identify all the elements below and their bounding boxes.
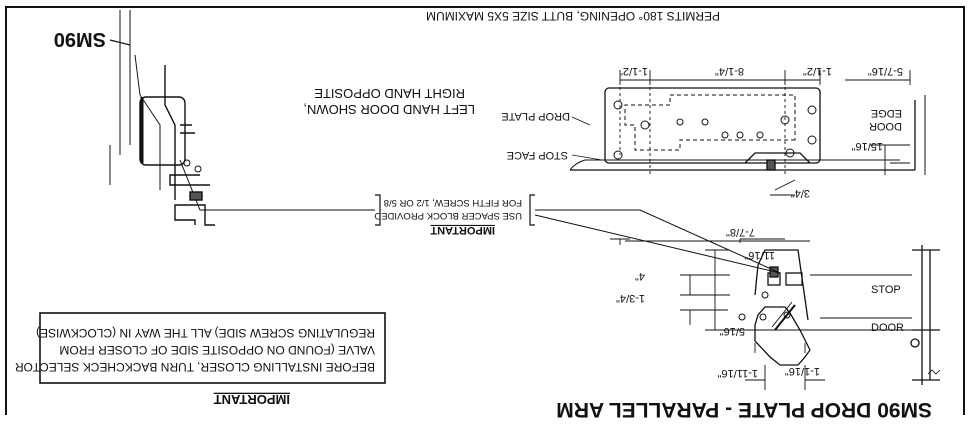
- door-label: DOOR: [871, 322, 904, 334]
- dim-5-16: 5/16": [720, 325, 745, 337]
- dim-1-3-4: 1-3/4": [616, 292, 645, 304]
- important-heading: IMPORTANT: [214, 392, 290, 407]
- stop-label: STOP: [871, 284, 901, 296]
- closer-section: [109, 10, 215, 226]
- spacer-heading: IMPORTANT: [430, 224, 495, 236]
- dim-1-11-16: 1-11/16": [718, 367, 758, 379]
- plan-dimensions: 5-7/16" 1-1/2" 8-1/4" 1-1/2" 15/16" 3/4": [619, 65, 903, 199]
- model-leader: [109, 39, 131, 46]
- backcheck-line-2: VALVE (FOUND ON OPPOSITE SIDE OF CLOSER …: [59, 343, 375, 357]
- elevation-labels: DOOR STOP: [871, 284, 904, 334]
- dim-8-1-4: 8-1/4": [715, 65, 744, 77]
- plan-labels: DOOR EDGE STOP FACE DROP PLATE: [501, 107, 902, 161]
- door-edge-label-2: EDGE: [871, 107, 902, 119]
- dim-1-1-2-left: 1-1/2": [619, 65, 648, 77]
- spacer-line-2: FOR FIFTH SCREW, 1/2 OR 5/8: [384, 197, 522, 208]
- elevation-dimensions: 1-1/16" 1-11/16" 5/16" 1-3/4" 4" 11/16" …: [616, 226, 820, 379]
- drop-plate-plan: [569, 87, 926, 175]
- page-border: [5, 6, 965, 415]
- diagram-title: SM90 DROP PLATE - PARALLEL ARM: [556, 398, 932, 421]
- dim-15-16: 15/16": [851, 140, 883, 152]
- stop-face-label: STOP FACE: [507, 149, 568, 161]
- spacer-line-1: USE SPACER BLOCK PROVIDED: [374, 210, 522, 221]
- dim-7-7-8: 7-7/8": [726, 226, 755, 238]
- top-note: PERMITS 180° OPENING, BUTT SIZE 5X5 MAXI…: [426, 9, 720, 23]
- important-spacer-note: IMPORTANT USE SPACER BLOCK PROVIDED FOR …: [179, 159, 781, 274]
- handing-line-2: RIGHT HAND OPPOSITE: [314, 86, 465, 101]
- dim-1-1-2-right: 1-1/2": [803, 65, 832, 77]
- model-label: SM90: [54, 28, 106, 50]
- elevation-dimension-lines: [610, 238, 825, 390]
- door-edge-label-1: DOOR: [869, 120, 902, 132]
- dim-5-7-16: 5-7/16": [868, 65, 903, 77]
- drop-plate-label: DROP PLATE: [501, 110, 570, 122]
- important-backcheck-note: IMPORTANT BEFORE INSTALLING CLOSER, TURN…: [15, 312, 386, 407]
- dim-3-4: 3/4": [791, 187, 810, 199]
- backcheck-box: [39, 312, 386, 384]
- handing-line-1: LEFT HAND DOOR SHOWN,: [303, 102, 475, 117]
- plan-dimension-lines: [619, 70, 911, 196]
- dim-4: 4": [635, 270, 645, 282]
- dim-1-1-16: 1-1/16": [785, 365, 820, 377]
- elevation-detail: [720, 245, 941, 385]
- dim-11-16: 11/16": [744, 249, 775, 261]
- handing-note: LEFT HAND DOOR SHOWN, RIGHT HAND OPPOSIT…: [303, 86, 475, 117]
- backcheck-line-1: BEFORE INSTALLING CLOSER, TURN BACKCHECK…: [15, 360, 375, 374]
- backcheck-line-3: REGULATING SCREW SIDE) ALL THE WAY IN (C…: [36, 326, 375, 340]
